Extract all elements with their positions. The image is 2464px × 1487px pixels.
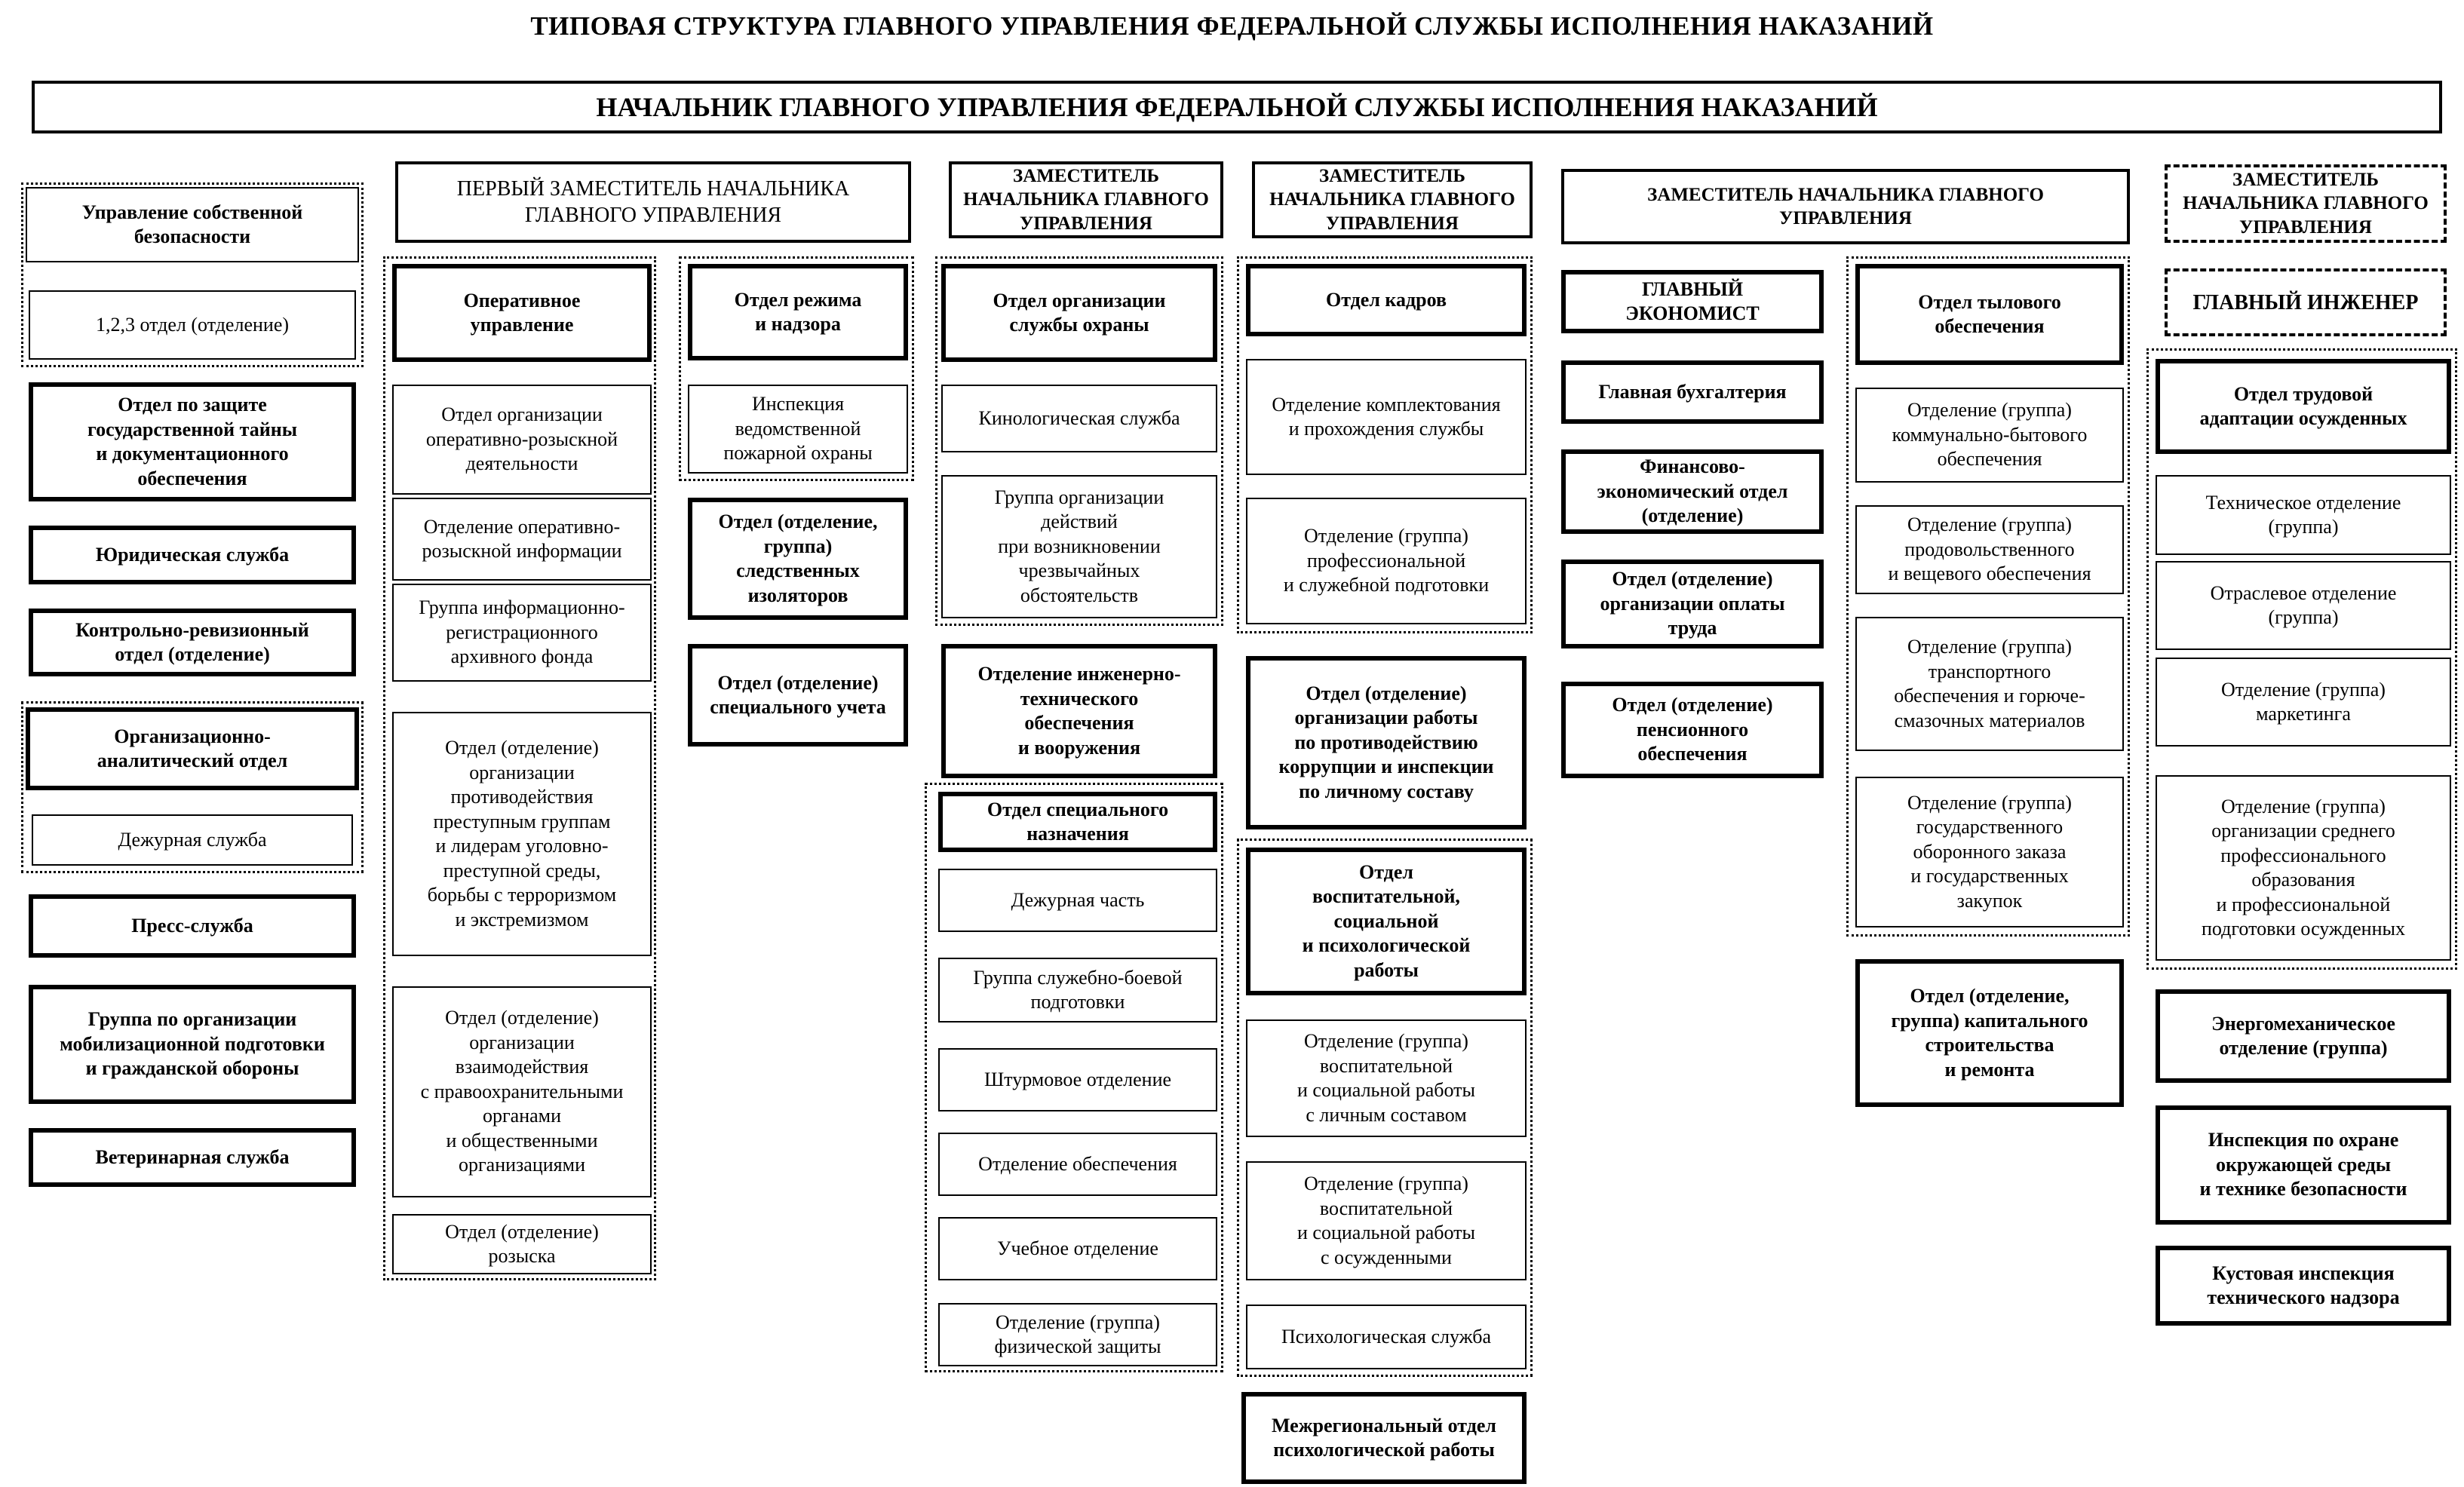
education-box: Отделение (группа) организации среднего … [2156,775,2451,961]
regime-box: Отдел режима и надзора [688,264,908,360]
interregional-box: Межрегиональный отдел психологической ра… [1241,1392,1527,1484]
transport-box: Отделение (группа) транспортного обеспеч… [1855,617,2124,751]
educational-box: Отдел воспитательной, социальной и психо… [1246,848,1527,995]
analytic-box: Организационно- аналитический отдел [26,707,359,790]
special-accounting-box: Отдел (отделение) специального учета [688,644,908,747]
food-box: Отделение (группа) продовольственного и … [1855,505,2124,594]
rear-box: Отдел тылового обеспечения [1855,264,2124,365]
deputy-5-head: ЗАМЕСТИТЕЛЬ НАЧАЛЬНИКА ГЛАВНОГО УПРАВЛЕН… [1561,169,2130,244]
edu-staff-box: Отделение (группа) воспитательной и соци… [1246,1019,1527,1137]
operative-box: Оперативное управление [392,264,652,362]
chief-economist-box: ГЛАВНЫЙ ЭКОНОМИСТ [1561,270,1824,333]
analytic-group [21,701,364,873]
canine-box: Кинологическая служба [941,385,1217,452]
counter-crime-box: Отдел (отделение) организации противодей… [392,712,652,956]
communal-box: Отделение (группа) коммунально-бытового … [1855,388,2124,483]
technical-box: Техническое отделение (группа) [2156,475,2451,555]
ecology-box: Инспекция по охране окружающей среды и т… [2156,1105,2451,1225]
audit-box: Контрольно-ревизионный отдел (отделение) [29,609,356,676]
wages-box: Отдел (отделение) организации оплаты тру… [1561,560,1824,648]
detention-box: Отдел (отделение, группа) следственных и… [688,498,908,620]
first-deputy-head: ПЕРВЫЙ ЗАМЕСТИТЕЛЬ НАЧАЛЬНИКА ГЛАВНОГО У… [395,161,911,243]
guard-group [935,256,1223,626]
finance-box: Финансово- экономический отдел (отделени… [1561,449,1824,534]
accounting-box: Главная бухгалтерия [1561,360,1824,424]
info-arch-box: Группа информационно- регистрационного а… [392,584,652,682]
deputy-6-head: ЗАМЕСТИТЕЛЬ НАЧАЛЬНИКА ГЛАВНОГО УПРАВЛЕН… [2165,164,2447,243]
combat-box: Группа служебно-боевой подготовки [938,958,1217,1023]
operative-group [383,256,656,1280]
assault-box: Штурмовое отделение [938,1048,1217,1111]
staffing-box: Отделение комплектования и прохождения с… [1246,359,1527,475]
vet-box: Ветеринарная служба [29,1128,356,1187]
org-ops-box: Отдел организации оперативно-розыскной д… [392,385,652,495]
guard-box: Отдел организации службы охраны [941,264,1217,362]
psych-box: Психологическая служба [1246,1305,1527,1369]
duty-part-box: Дежурная часть [938,869,1217,932]
chief-box: НАЧАЛЬНИК ГЛАВНОГО УПРАВЛЕНИЯ ФЕДЕРАЛЬНО… [32,81,2442,133]
state-secret-box: Отдел по защите государственной тайны и … [29,382,356,501]
deputy-4-head: ЗАМЕСТИТЕЛЬ НАЧАЛЬНИКА ГЛАВНОГО УПРАВЛЕН… [1252,161,1533,238]
legal-box: Юридическая служба [29,526,356,584]
duty-service-box: Дежурная служба [32,814,353,866]
cluster-inspection-box: Кустовая инспекция технического надзора [2156,1246,2451,1326]
training-box: Учебное отделение [938,1217,1217,1280]
page-title: ТИПОВАЯ СТРУКТУРА ГЛАВНОГО УПРАВЛЕНИЯ ФЕ… [530,11,1934,41]
deputy-3-head: ЗАМЕСТИТЕЛЬ НАЧАЛЬНИКА ГЛАВНОГО УПРАВЛЕН… [949,161,1223,238]
fire-inspection-box: Инспекция ведомственной пожарной охраны [688,385,908,474]
special-group [925,783,1223,1372]
search-box: Отдел (отделение) розыска [392,1214,652,1274]
chief-engineer-box: ГЛАВНЫЙ ИНЖЕНЕР [2165,268,2447,336]
pension-box: Отдел (отделение) пенсионного обеспечени… [1561,682,1824,778]
personnel-group [1237,256,1533,633]
ops-info-box: Отделение оперативно- розыскной информац… [392,498,652,581]
personnel-box: Отдел кадров [1246,264,1527,336]
labor-box: Отдел трудовой адаптации осужденных [2156,359,2451,454]
procurement-box: Отделение (группа) государственного обор… [1855,777,2124,927]
emergency-box: Группа организации действий при возникно… [941,475,1217,618]
marketing-box: Отделение (группа) маркетинга [2156,658,2451,747]
physical-box: Отделение (группа) физической защиты [938,1303,1217,1366]
supply-box: Отделение обеспечения [938,1133,1217,1196]
interaction-box: Отдел (отделение) организации взаимодейс… [392,986,652,1197]
energy-box: Энергомеханическое отделение (группа) [2156,989,2451,1083]
prof-training-box: Отделение (группа) профессиональной и сл… [1246,498,1527,624]
regime-group [679,256,914,481]
educational-group [1237,839,1533,1377]
dept-123-box: 1,2,3 отдел (отделение) [29,290,356,360]
press-box: Пресс-служба [29,894,356,958]
engineering-box: Отделение инженерно- технического обеспе… [941,644,1217,778]
rear-group [1846,256,2130,937]
anticorruption-box: Отдел (отделение) организации работы по … [1246,656,1527,829]
own-security-box: Управление собственной безопасности [26,187,359,262]
edu-convicts-box: Отделение (группа) воспитательной и соци… [1246,1161,1527,1280]
labor-group [2146,348,2457,970]
branch-box: Отраслевое отделение (группа) [2156,561,2451,650]
mobil-box: Группа по организации мобилизационной по… [29,985,356,1104]
construction-box: Отдел (отделение, группа) капитального с… [1855,959,2124,1107]
special-box: Отдел специального назначения [938,792,1217,852]
own-security-group [21,182,364,367]
